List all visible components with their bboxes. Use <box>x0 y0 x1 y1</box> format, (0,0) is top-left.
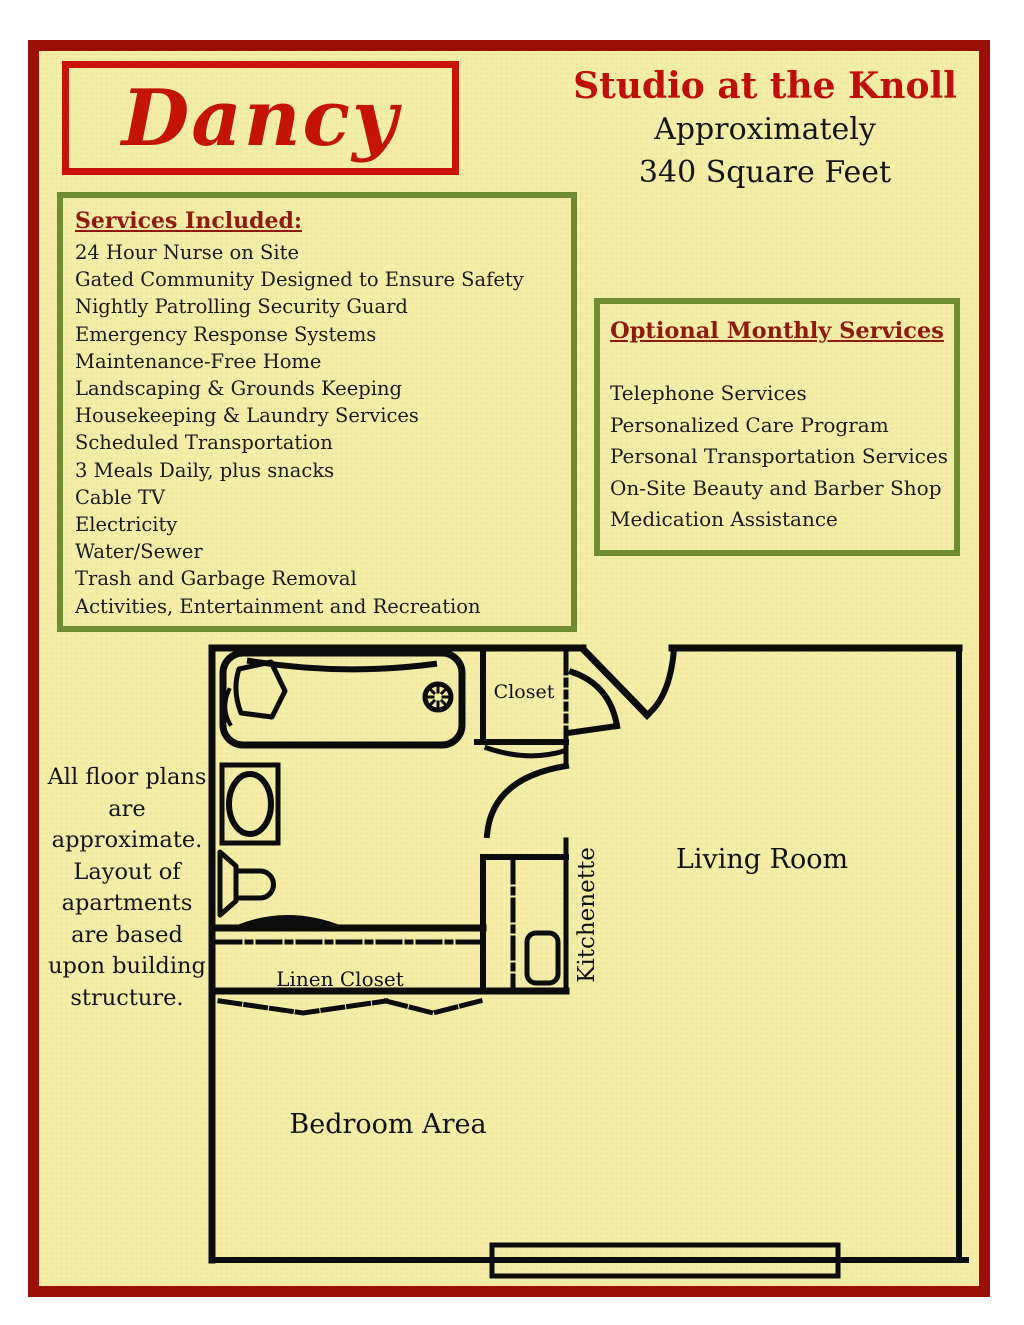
optional-services-box: Optional Monthly Services Telephone Serv… <box>594 298 960 556</box>
disclaimer-line: structure. <box>70 984 184 1011</box>
optional-service-item: Telephone Services <box>610 381 807 405</box>
vanity <box>219 762 281 846</box>
disclaimer-line: are based <box>71 921 183 948</box>
toilet-bowl <box>233 868 276 901</box>
vanity-sink-bowl <box>226 771 274 837</box>
service-item: Gated Community Designed to Ensure Safet… <box>75 268 524 292</box>
optional-service-item: Personalized Care Program <box>610 412 889 437</box>
service-item: 24 Hour Nurse on Site <box>75 241 299 264</box>
title-block: Studio at the Knoll Approximately 340 Sq… <box>565 64 965 194</box>
service-item: Housekeeping & Laundry Services <box>75 404 419 428</box>
bathtub-faucet-arc <box>223 687 233 727</box>
service-item: Water/Sewer <box>75 540 203 564</box>
service-item: Cable TV <box>75 485 166 509</box>
disclaimer-line: All floor plans <box>47 764 207 790</box>
linen-closet-bifold-left <box>217 998 389 1016</box>
linen-closet-label: Linen Closet <box>276 967 404 991</box>
optional-services-list: Telephone Services Personalized Care Pro… <box>610 378 948 536</box>
entry-door-leaf <box>578 644 652 720</box>
service-item: Trash and Garbage Removal <box>75 567 357 591</box>
window <box>489 1242 841 1279</box>
brand-logo-box: Dancy <box>62 61 459 175</box>
optional-service-item: On-Site Beauty and Barber Shop <box>610 475 942 500</box>
service-item: Scheduled Transportation <box>75 431 333 455</box>
services-included-heading: Services Included: <box>75 208 302 234</box>
disclaimer-line: upon building <box>48 953 206 979</box>
closet-door-leaf <box>564 722 621 737</box>
page-background <box>39 51 979 1286</box>
service-item: Maintenance-Free Home <box>75 349 322 373</box>
drain-spokes-icon <box>426 685 450 709</box>
bathtub <box>219 649 466 749</box>
bathroom-door-swing <box>483 762 570 839</box>
disclaimer-line: apartments <box>61 890 193 916</box>
disclaimer-line: Layout of <box>73 858 181 885</box>
bathroom-wall-dome <box>235 915 342 929</box>
bathtub-inner-edge <box>246 657 438 673</box>
kitchenette-label: Kitchenette <box>574 847 600 983</box>
brand-logo: Dancy <box>121 72 400 164</box>
toilet-tank <box>217 849 239 918</box>
services-included-list: 24 Hour Nurse on Site Gated Community De… <box>75 239 559 620</box>
service-item: Activities, Entertainment and Recreation <box>75 594 481 618</box>
service-item: Electricity <box>75 513 178 537</box>
kitchenette-sink <box>524 930 561 986</box>
closet-door-swing <box>568 668 621 730</box>
optional-services-heading: Optional Monthly Services <box>610 318 944 344</box>
service-item: Nightly Patrolling Security Guard <box>75 295 408 319</box>
optional-service-item: Medication Assistance <box>610 507 838 531</box>
linen-closet-bifold-right <box>382 997 484 1016</box>
bedroom-area-label: Bedroom Area <box>289 1109 486 1140</box>
closet-label: Closet <box>494 681 555 703</box>
subtitle-line-1: Approximately <box>654 112 876 147</box>
services-included-box: Services Included: 24 Hour Nurse on Site… <box>57 192 577 632</box>
living-room-label: Living Room <box>676 844 848 875</box>
subtitle-line-2: 340 Square Feet <box>638 155 892 190</box>
page-title: Studio at the Knoll <box>573 65 957 107</box>
service-item: 3 Meals Daily, plus snacks <box>75 458 335 482</box>
closet-slider-arc <box>483 744 568 759</box>
disclaimer-line: approximate. <box>51 827 203 853</box>
disclaimer-line: are <box>108 795 146 822</box>
bathtub-pillow <box>233 659 288 720</box>
drain-icon <box>422 681 454 713</box>
entry-door-swing <box>642 645 678 720</box>
optional-service-item: Personal Transportation Services <box>610 444 948 468</box>
floor-plan-disclaimer: All floor plans are approximate. Layout … <box>38 762 216 1014</box>
service-item: Emergency Response Systems <box>75 322 377 346</box>
service-item: Landscaping & Grounds Keeping <box>75 377 403 401</box>
